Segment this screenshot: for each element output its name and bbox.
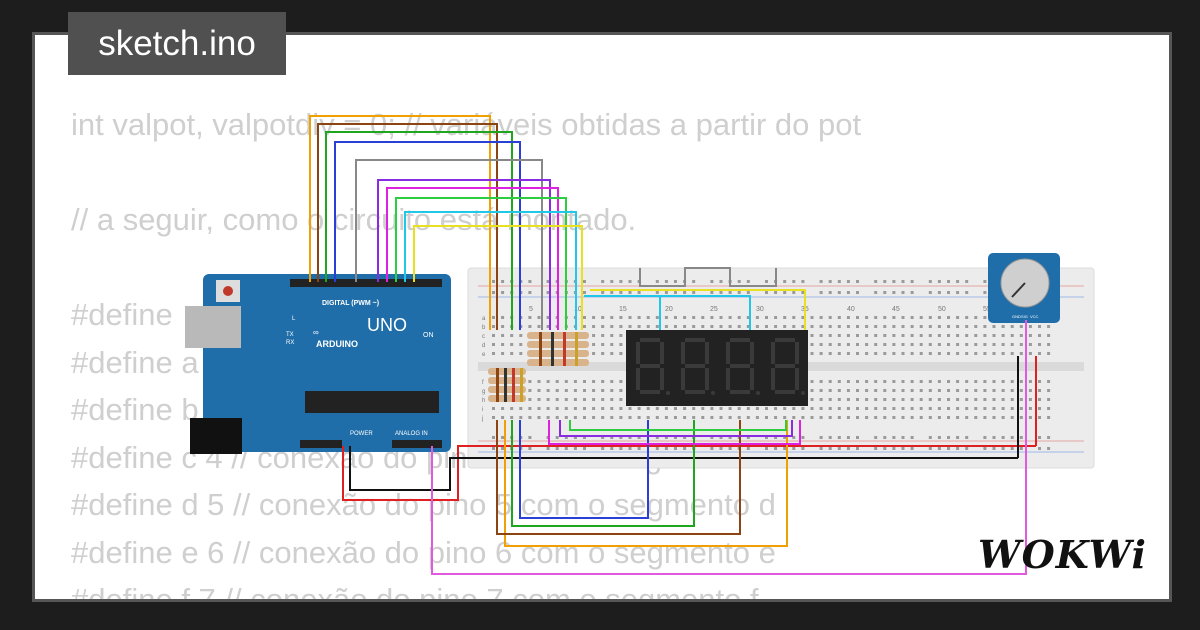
wire-green-2	[395, 197, 567, 330]
wire-gray-2	[639, 267, 777, 287]
wire-magenta-2	[548, 420, 801, 445]
display-digit	[771, 338, 805, 395]
wire-purple	[377, 179, 551, 330]
code-line: #define b	[71, 392, 199, 427]
code-line: #define a	[71, 344, 199, 380]
wire-cyan	[404, 211, 577, 330]
row-letter: g	[482, 389, 485, 395]
board-brand: ARDUINO	[316, 339, 358, 349]
column-number: 55	[983, 306, 991, 313]
wire-orange-2	[504, 420, 788, 547]
wires	[309, 115, 1037, 575]
column-number: 30	[756, 306, 764, 313]
microcontroller-chip	[305, 391, 439, 413]
wire-green-4	[569, 420, 787, 431]
code-line: #define f 7 // conexão do pino 7 com o s…	[71, 582, 759, 602]
board-model: UNO	[367, 315, 407, 335]
potentiometer: GND SIG VCC	[988, 253, 1060, 323]
wire-cyan-3	[660, 295, 751, 330]
column-number: 20	[665, 306, 673, 313]
l-label: L	[292, 316, 296, 322]
usb-port	[185, 306, 241, 348]
code-line: #define e 6 // conexão do pino 6 com o s…	[71, 534, 776, 570]
wire-purple-2	[559, 420, 793, 437]
column-number: 45	[892, 306, 900, 313]
wire-blue	[334, 141, 521, 330]
display-digit	[726, 338, 760, 395]
power-jack	[190, 418, 242, 454]
row-letter: d	[482, 343, 485, 349]
display-digit	[681, 338, 715, 395]
infinity-logo-icon: ∞	[313, 328, 319, 337]
code-line: #define	[71, 297, 173, 332]
column-number: 5	[529, 306, 533, 313]
wire-green	[325, 131, 513, 330]
row-letter: j	[481, 416, 483, 422]
digital-label: DIGITAL (PWM ~)	[322, 300, 379, 307]
column-number: 25	[710, 306, 718, 313]
row-letter: h	[482, 398, 485, 404]
pot-pin-vcc: VCC	[1030, 314, 1039, 319]
row-letter: e	[482, 352, 486, 358]
digital-header	[290, 279, 442, 287]
wire-magenta	[386, 187, 559, 330]
arduino-uno-board: DIGITAL (PWM ~) ∞ UNO ARDUINO ON TX RX L…	[185, 274, 451, 454]
resistor-bank	[488, 332, 589, 402]
power-header	[300, 440, 342, 448]
pot-pin-gnd: GND	[1012, 314, 1021, 319]
code-line: // a seguir, como o circuito está montad…	[71, 202, 637, 237]
wokwi-logo: WOKWi	[978, 532, 1147, 577]
code-line: #define d 5 // conexão do pino 5 com o s…	[71, 487, 776, 522]
file-tab[interactable]: sketch.ino	[68, 12, 286, 75]
column-number: 15	[619, 306, 627, 313]
row-letter: f	[482, 380, 484, 386]
wire-yellow-2	[590, 289, 806, 330]
column-number: 10	[574, 306, 582, 313]
wire-brown-2	[496, 420, 741, 535]
analog-header	[392, 440, 442, 448]
wire-blue-2	[519, 420, 649, 519]
wire-black-gnd	[349, 446, 1018, 491]
seven-segment-display	[626, 330, 808, 406]
row-letter: b	[482, 325, 486, 331]
row-letter: i	[482, 407, 483, 413]
wire-pink-signal	[431, 320, 1027, 575]
column-number: 50	[938, 306, 946, 313]
column-number: 40	[847, 306, 855, 313]
rx-label: RX	[286, 340, 294, 346]
row-letter-labels: a b c d e f g h i j	[481, 316, 486, 422]
power-label: POWER	[350, 431, 373, 437]
tx-label: TX	[286, 332, 294, 338]
row-letter: c	[482, 334, 485, 340]
row-letter: a	[482, 316, 486, 322]
display-digit	[636, 338, 670, 395]
wire-red-5v	[342, 445, 1036, 501]
analog-label: ANALOG IN	[395, 431, 428, 437]
wire-orange	[309, 115, 491, 330]
wire-green-3	[511, 420, 695, 527]
wire-gray	[355, 159, 543, 330]
wire-yellow	[413, 225, 583, 330]
on-label: ON	[423, 332, 434, 339]
pot-pin-sig: SIG	[1021, 314, 1028, 319]
code-editor: int valpot, valpotdiv = 0; // variáveis …	[71, 101, 861, 602]
